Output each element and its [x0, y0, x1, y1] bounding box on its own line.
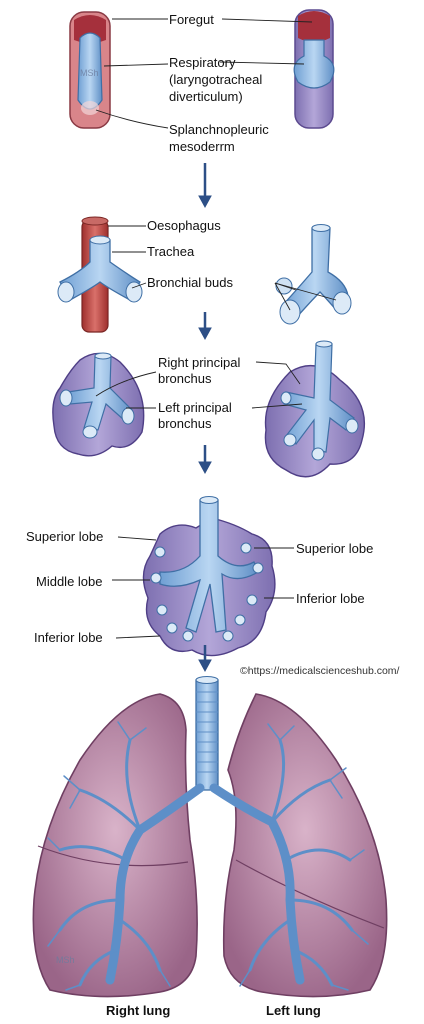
stage2-right-trachea	[275, 224, 352, 325]
label-trachea: Trachea	[147, 244, 195, 259]
label-right-lung: Right lung	[106, 1003, 171, 1018]
stage3-right-bronchi	[264, 340, 366, 478]
down-arrow-2	[198, 312, 212, 341]
label-splanchnopleuric-1: Splanchnopleuric	[169, 122, 269, 137]
label-right-principal-2: bronchus	[158, 371, 212, 386]
label-respiratory-2: (laryngotracheal	[169, 72, 263, 87]
stage3-left-bronchi	[52, 352, 145, 457]
label-inferior-lobe-right: Inferior lobe	[296, 591, 365, 606]
credit-url: ©https://medicalscienceshub.com/	[240, 665, 400, 677]
stage3-leaders	[95, 361, 303, 409]
label-respiratory-1: Respiratory	[169, 55, 236, 70]
stage2-leaders	[108, 225, 337, 311]
stage1-leaders	[95, 18, 313, 129]
down-arrow-4	[198, 645, 212, 673]
label-left-lung: Left lung	[266, 1003, 321, 1018]
label-splanchnopleuric-2: mesoderrm	[169, 139, 235, 154]
label-left-principal-1: Left principal	[158, 400, 232, 415]
stage4-leaders	[112, 536, 294, 639]
stage4-lobes	[142, 496, 276, 657]
stage1-foregut-right	[293, 9, 335, 129]
label-respiratory-3: diverticulum)	[169, 89, 243, 104]
bronchial-tree	[47, 721, 369, 991]
label-left-principal-2: bronchus	[158, 416, 212, 431]
label-right-principal-1: Right principal	[158, 355, 241, 370]
left-lung-shape	[222, 693, 388, 998]
label-middle-lobe: Middle lobe	[36, 574, 103, 589]
down-arrow-3	[198, 445, 212, 475]
label-oesophagus: Oesophagus	[147, 218, 221, 233]
label-inferior-lobe-left: Inferior lobe	[34, 630, 103, 645]
stage1-foregut-left	[69, 11, 111, 129]
right-lung-shape	[32, 693, 198, 998]
watermark-stage1: MSh	[80, 68, 99, 78]
label-superior-lobe-right: Superior lobe	[296, 541, 374, 556]
label-foregut: Foregut	[169, 12, 214, 27]
down-arrow-1	[198, 163, 212, 209]
trachea-adult	[195, 676, 219, 791]
watermark-stage5: MSh	[56, 955, 75, 965]
stage2-left-trachea	[57, 216, 143, 333]
label-superior-lobe-left: Superior lobe	[26, 529, 104, 544]
label-bronchial-buds: Bronchial buds	[147, 275, 233, 290]
